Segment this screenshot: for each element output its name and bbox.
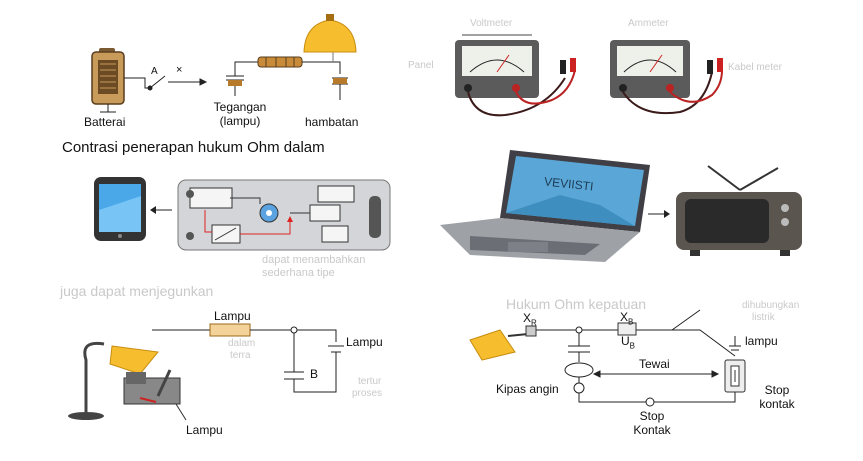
stop-bottom-line1: Stop (639, 409, 665, 423)
board-note-2: sederhana tipe (262, 267, 335, 279)
switch-a-label: A (151, 66, 158, 77)
resistance-label: hambatan (305, 115, 359, 129)
ammeter-icon (610, 40, 690, 98)
stop-right-line2: kontak (759, 396, 795, 411)
battery-label: Batterai (84, 115, 126, 129)
television-icon (676, 165, 802, 256)
tewai-label: Tewai (639, 357, 670, 371)
switch-x-label: × (176, 64, 183, 76)
xb-sub: B (628, 317, 634, 327)
note-right-1: tertur (358, 376, 382, 387)
resistor-icon (257, 56, 348, 100)
cable-side-label: Kabel meter (728, 62, 782, 73)
lamp-bottom-label: Lampu (186, 423, 223, 437)
note-mid-2: terra (230, 350, 251, 361)
ammeter-label: Ammeter (628, 18, 669, 29)
voltmeter-label: Voltmeter (470, 18, 513, 29)
toolbox-icon (123, 369, 187, 421)
lamp-right-label: Lampu (346, 335, 383, 349)
ub-label: UB (621, 334, 636, 351)
laptop-icon (440, 150, 650, 262)
stop-contact-right-label: Stop kontak (752, 383, 802, 412)
battery-icon (91, 48, 125, 113)
phone-icon (94, 177, 146, 241)
xr-main: X (523, 311, 532, 325)
note-right-2: proses (352, 388, 383, 399)
stop-contact-bottom-label: Stop Kontak (628, 409, 676, 438)
switch-icon (124, 75, 208, 91)
ub-main: U (621, 334, 630, 348)
voltmeter-icon (455, 34, 539, 98)
fan-label: Kipas angin (496, 382, 559, 396)
power-outlet-icon (724, 359, 746, 393)
board-note-1: dapat menambahkan (262, 254, 366, 266)
lampu-6-label: lampu (745, 334, 778, 348)
circuit-5-wires (152, 323, 344, 393)
xr-label: XR (523, 311, 537, 328)
floor-lamp-icon (68, 341, 159, 420)
capacitor-icon (226, 61, 258, 96)
xr-sub: R (531, 318, 537, 328)
panel-side-label: Panel (408, 60, 434, 71)
note-6-2: listrik (752, 312, 775, 323)
voltage-label-line2: (lampu) (219, 113, 261, 128)
lamp-top-label: Lampu (214, 309, 251, 323)
desk-lamp-icon (303, 14, 357, 62)
page-heading: Contrasi penerapan hukum Ohm dalam (62, 139, 325, 156)
section-6-heading: Hukum Ohm kepatuan (506, 296, 647, 312)
xb-label: XB (620, 310, 634, 327)
stop-bottom-line2: Kontak (633, 422, 671, 437)
stop-right-line1: Stop (764, 383, 790, 397)
voltage-label: Tegangan (lampu) (210, 100, 270, 129)
voltage-label-line1: Tegangan (213, 100, 267, 114)
ub-sub: B (629, 341, 636, 351)
wall-lamp-icon (469, 325, 537, 361)
capacitor-b-label: B (310, 367, 319, 381)
note-6-1: dihubungkan (742, 300, 800, 311)
circuit-board-icon (177, 179, 391, 251)
xb-main: X (620, 310, 629, 324)
note-mid-1: dalam (228, 338, 256, 349)
circuit-6-wires (536, 309, 741, 407)
section-5-heading: juga dapat menjegunkan (60, 283, 214, 299)
